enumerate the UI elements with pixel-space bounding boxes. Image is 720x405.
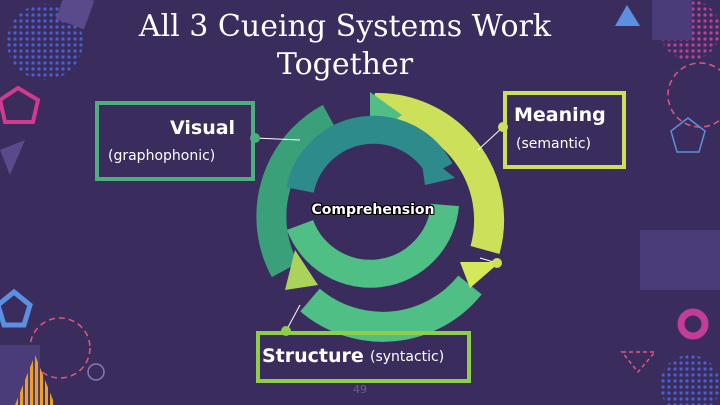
slide-title: All 3 Cueing Systems Work Together: [120, 8, 570, 84]
circle-shape: [87, 363, 105, 381]
square-shape: [55, 0, 95, 30]
pentagon-icon: [670, 117, 706, 153]
page-number: 49: [353, 383, 367, 396]
meaning-label: Meaning: [514, 104, 606, 126]
cycle-arrow-icon: [285, 250, 318, 290]
cycle-segment-structure: [300, 275, 482, 342]
connector-dot-meaning-2: [492, 258, 502, 268]
inner-ring-bottom: [286, 203, 459, 288]
inner-ring-top: [286, 115, 453, 194]
structure-box: [256, 331, 471, 383]
circle-ring-icon: [677, 308, 709, 340]
visual-box: [95, 101, 255, 181]
cycle-arrow-icon: [420, 150, 455, 185]
cycle-arrow-icon: [460, 262, 500, 288]
pentagon-icon: [0, 85, 41, 124]
visual-label: Visual: [170, 117, 236, 139]
cycle-segment-visual: [256, 104, 338, 278]
structure-label: Structure: [262, 345, 364, 367]
triangle-shape: [0, 140, 25, 175]
title-line-1: All 3 Cueing Systems Work: [138, 9, 552, 44]
triangle-icon: [615, 5, 640, 26]
meaning-sublabel: (semantic): [516, 136, 591, 152]
meaning-box: [503, 91, 626, 169]
connector-meaning: [477, 126, 504, 151]
comprehension-label: Comprehension: [311, 202, 435, 218]
connector-visual: [254, 137, 301, 141]
striped-triangle-shape: [15, 355, 55, 405]
pentagon-icon: [0, 288, 33, 328]
dotted-circle-icon: [7, 4, 83, 80]
dotted-circle-icon: [660, 355, 720, 405]
cycle-segment-meaning: [374, 92, 505, 255]
structure-sublabel: (syntactic): [370, 349, 445, 365]
title-line-2: Together: [276, 47, 414, 82]
triangle-shape: [620, 351, 657, 374]
rect-shape: [640, 230, 720, 290]
visual-sublabel: (graphophonic): [108, 148, 216, 164]
square-shape: [652, 0, 692, 40]
